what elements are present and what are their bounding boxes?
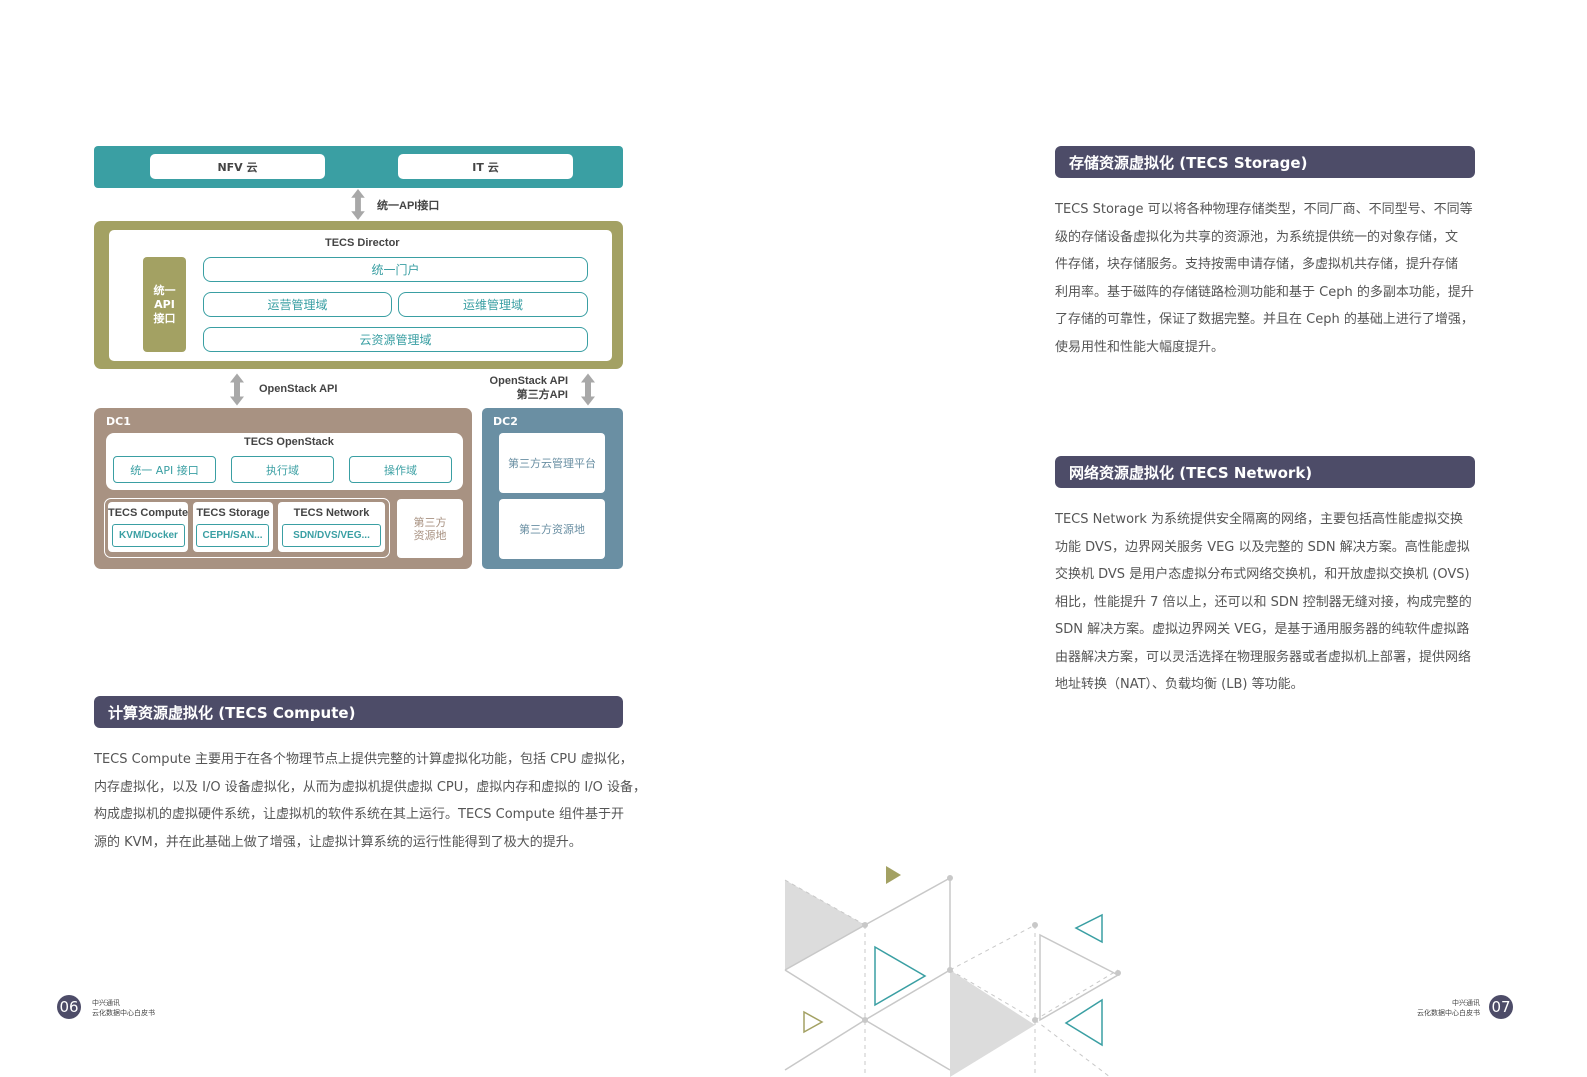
network-title: TECS Network bbox=[293, 507, 370, 519]
text: 第三方API bbox=[516, 389, 568, 401]
text-line: 利用率。基于磁阵的存储链路检测功能和基于 Ceph 的多副本功能，提升 bbox=[1055, 284, 1474, 300]
network-paragraph: TECS Network 为系统提供安全隔离的网络，主要包括高性能虚拟交换 功能… bbox=[1055, 506, 1472, 699]
third-party-resource-box: 第三方资源地 bbox=[397, 499, 463, 558]
dc2-api-label: OpenStack API 第三方API bbox=[470, 374, 568, 402]
openstack-title: TECS OpenStack bbox=[244, 436, 334, 448]
text-line: SDN 解决方案。虚拟边界网关 VEG，是基于通用服务器的纯软件虚拟路 bbox=[1055, 622, 1470, 637]
compute-header: 计算资源虚拟化 (TECS Compute) bbox=[94, 696, 623, 728]
tecs-components-group bbox=[104, 498, 390, 558]
text-line: 相比，性能提升 7 倍以上，还可以和 SDN 控制器无缝对接，构成完整的 bbox=[1055, 594, 1472, 610]
third-party-mgmt-box: 第三方云管理平台 bbox=[499, 433, 605, 493]
third-party-resource-box-dc2: 第三方资源地 bbox=[499, 499, 605, 559]
text: OpenStack API bbox=[489, 375, 568, 387]
footer-right: 中兴通讯云化数据中心白皮书 bbox=[1380, 998, 1480, 1018]
text-line: 功能 DVS，边界网关服务 VEG 以及完整的 SDN 解决方案。高性能虚拟 bbox=[1055, 539, 1470, 555]
text-line: 级的存储设备虚拟化为共享的资源池，为系统提供统一的对象存储，文 bbox=[1055, 229, 1459, 245]
double-arrow-icon bbox=[351, 189, 365, 220]
text: 中兴通讯 bbox=[1452, 999, 1480, 1007]
triangle-shape bbox=[950, 970, 1035, 1077]
text: 统一 bbox=[153, 283, 176, 297]
text-line: 由器解决方案，可以灵活选择在物理服务器或者虚拟机上部署，提供网络 bbox=[1055, 649, 1472, 665]
text-line: TECS Compute 主要用于在各个物理节点上提供完整的计算虚拟化功能，包括… bbox=[94, 752, 633, 767]
text: API bbox=[154, 297, 175, 311]
footer-left: 中兴通讯云化数据中心白皮书 bbox=[92, 998, 155, 1018]
network-header: 网络资源虚拟化 (TECS Network) bbox=[1055, 456, 1475, 488]
text: 接口 bbox=[153, 311, 176, 325]
text-line: 交换机 DVS 是用户态虚拟分布式网络交换机，和开放虚拟交换机 (OVS) bbox=[1055, 567, 1470, 582]
text-line: 件存储，块存储服务。支持按需申请存储，多虚拟机共存储，提升存储 bbox=[1055, 257, 1459, 272]
page-number-right: 07 bbox=[1489, 995, 1513, 1019]
triangle-shape bbox=[886, 866, 901, 884]
compute-paragraph: TECS Compute 主要用于在各个物理节点上提供完整的计算虚拟化功能，包括… bbox=[94, 746, 646, 856]
text-line: 地址转换（NAT）、负载均衡 (LB) 等功能。 bbox=[1055, 677, 1304, 692]
text: 云化数据中心白皮书 bbox=[92, 1009, 155, 1017]
text-line: 使易用性和性能大幅度提升。 bbox=[1055, 339, 1225, 355]
text: 云化数据中心白皮书 bbox=[1417, 1009, 1480, 1017]
text: 第三方 bbox=[413, 515, 447, 529]
text-line: 源的 KVM，并在此基础上做了增强，让虚拟计算系统的运行性能得到了极大的提升。 bbox=[94, 834, 582, 850]
page-number-left: 06 bbox=[57, 995, 81, 1019]
double-arrow-icon bbox=[581, 373, 595, 406]
storage-header: 存储资源虚拟化 (TECS Storage) bbox=[1055, 146, 1475, 178]
dc1-label: DC1 bbox=[106, 415, 131, 428]
os-item: 操作域 bbox=[349, 456, 452, 483]
cloud-resource-box: 云资源管理域 bbox=[203, 327, 588, 352]
ops-box: 运营管理域 bbox=[203, 292, 392, 317]
text-line: TECS Network 为系统提供安全隔离的网络，主要包括高性能虚拟交换 bbox=[1055, 512, 1464, 527]
compute-sub: KVM/Docker bbox=[112, 524, 185, 547]
nfv-cloud-box: NFV 云 bbox=[150, 154, 325, 179]
it-cloud-box: IT 云 bbox=[398, 154, 573, 179]
compute-title: TECS Compute bbox=[108, 507, 189, 519]
triangle-shape bbox=[803, 1010, 824, 1034]
text-line: TECS Storage 可以将各种物理存储类型，不同厂商、不同型号、不同等 bbox=[1055, 202, 1473, 217]
os-item: 执行域 bbox=[231, 456, 334, 483]
decorative-triangles bbox=[784, 866, 1121, 1077]
storage-sub: CEPH/SAN... bbox=[196, 524, 269, 547]
triangle-shape bbox=[1074, 913, 1103, 944]
director-title: TECS Director bbox=[325, 237, 400, 249]
os-item: 统一 API 接口 bbox=[113, 456, 216, 483]
triangle-shape bbox=[1064, 998, 1103, 1047]
triangle-shape bbox=[785, 880, 865, 970]
api-label: 统一API接口 bbox=[377, 200, 440, 212]
storage-paragraph: TECS Storage 可以将各种物理存储类型，不同厂商、不同型号、不同等 级… bbox=[1055, 196, 1474, 361]
openstack-api-label: OpenStack API bbox=[259, 383, 338, 395]
text-line: 构成虚拟机的虚拟硬件系统，让虚拟机的软件系统在其上运行。TECS Compute… bbox=[94, 807, 625, 822]
text: 中兴通讯 bbox=[92, 999, 120, 1007]
triangle-shape bbox=[874, 945, 927, 1007]
network-sub: SDN/DVS/VEG... bbox=[282, 524, 381, 547]
text-line: 内存虚拟化，以及 I/O 设备虚拟化，从而为虚拟机提供虚拟 CPU，虚拟内存和虚… bbox=[94, 779, 646, 795]
portal-box: 统一门户 bbox=[203, 257, 588, 282]
double-arrow-icon bbox=[230, 373, 244, 406]
text: 资源地 bbox=[413, 528, 447, 542]
text-line: 了存储的可靠性，保证了数据完整。并且在 Ceph 的基础上进行了增强， bbox=[1055, 312, 1474, 327]
storage-title: TECS Storage bbox=[196, 507, 270, 519]
maint-box: 运维管理域 bbox=[398, 292, 588, 317]
dc2-label: DC2 bbox=[493, 415, 518, 428]
